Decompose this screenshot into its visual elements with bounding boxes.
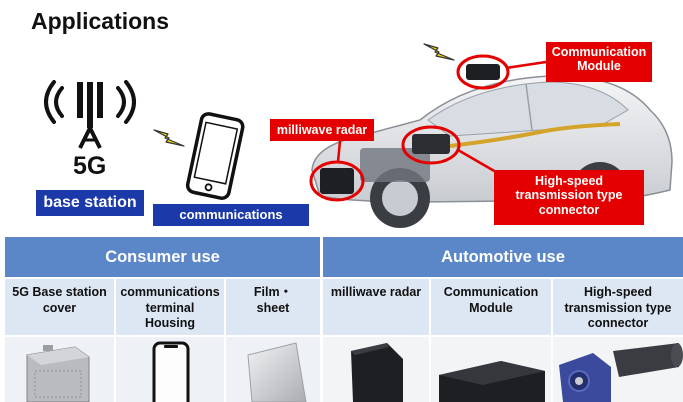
column-header-line: transmission type — [564, 300, 672, 315]
column-header-line: Housing — [145, 316, 195, 331]
callout-line: transmission type — [515, 188, 623, 203]
product-cell — [323, 337, 429, 402]
product-cell — [431, 337, 551, 402]
page-title: Applications — [31, 8, 170, 34]
base-station-cover-image — [26, 345, 90, 402]
5g-label: 5G — [73, 152, 107, 180]
callout-line: connector — [538, 202, 600, 217]
column-header: High-speed transmission type connector — [553, 279, 683, 335]
callout-line: Communication — [551, 45, 647, 59]
column-header-line: connector — [587, 316, 649, 331]
callout-line: Module — [577, 59, 621, 74]
connector-callout: High-speed transmission type connector — [494, 170, 644, 225]
column-header: Communication Module — [431, 279, 551, 335]
column-header-line: High-speed — [583, 285, 653, 299]
column-header-line: communications — [120, 285, 220, 299]
column-header-line: sheet — [256, 300, 290, 315]
column-header-line: 5G Base station — [12, 285, 107, 299]
column-header: Film・ sheet — [226, 279, 320, 335]
milliwave-radar-image — [351, 343, 403, 402]
product-cell — [226, 337, 320, 402]
connector-image — [559, 343, 683, 402]
lightning-icon — [423, 43, 455, 61]
column-header-line: terminal — [145, 300, 195, 315]
applications-table: Consumer use Automotive use 5G Base stat… — [5, 237, 683, 402]
group-header-consumer: Consumer use — [5, 237, 320, 277]
column-header-line: cover — [42, 300, 77, 315]
column-header: milliwave radar — [323, 279, 429, 335]
callout-line: High-speed — [534, 174, 604, 188]
column-header-line: milliwave radar — [330, 285, 422, 299]
base-station-label: base station — [36, 190, 144, 216]
cell-tower-icon — [44, 80, 136, 149]
film-sheet-image — [247, 342, 307, 402]
comm-module-callout: Communication Module — [546, 42, 652, 82]
terminal-label: communications terminal — [153, 204, 309, 240]
column-header-line: Communication — [443, 285, 539, 299]
group-header-automotive: Automotive use — [323, 237, 683, 277]
column-header: communications terminal Housing — [116, 279, 224, 335]
product-cell — [553, 337, 683, 402]
column-header: 5G Base station cover — [5, 279, 114, 335]
smartphone-icon — [185, 112, 245, 200]
communication-module-image — [439, 361, 545, 402]
radar-callout: milliwave radar — [270, 119, 374, 141]
lightning-icon — [153, 129, 185, 147]
terminal-housing-image — [152, 341, 190, 402]
product-cell — [116, 337, 224, 402]
column-header-line: Film・ — [253, 285, 293, 299]
product-cell — [5, 337, 114, 402]
column-header-line: Module — [469, 300, 513, 315]
